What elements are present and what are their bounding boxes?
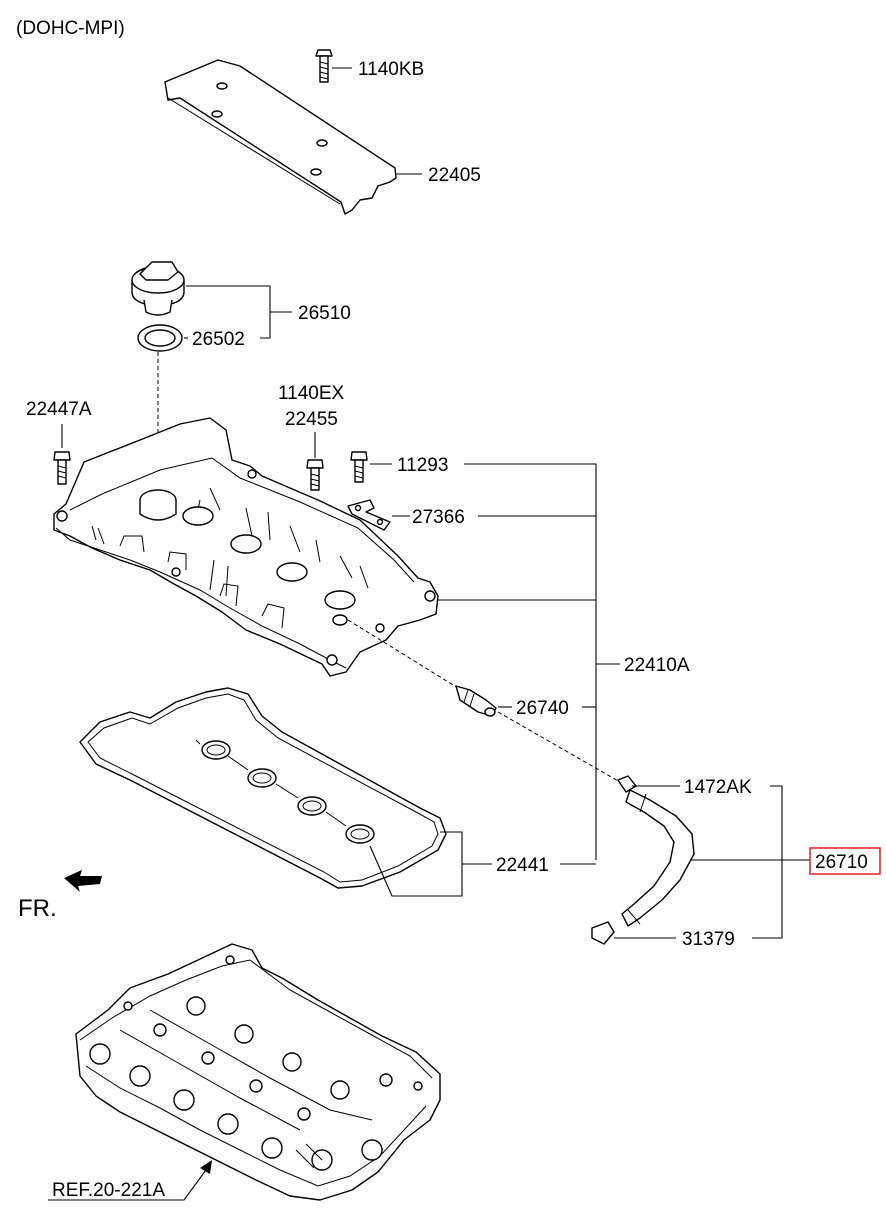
part-label-26710[interactable]: 26710	[815, 852, 868, 873]
bracket-27366-icon	[347, 499, 391, 531]
part-label-1140ex: 1140EX	[278, 383, 345, 404]
part-label-22405: 22405	[428, 165, 481, 186]
oil-filler-cap-icon	[131, 261, 185, 316]
bolt-1140kb-icon	[315, 49, 333, 83]
engine-cover-plate	[164, 59, 397, 215]
bolt-22455-icon	[306, 459, 324, 491]
front-direction-arrow-icon	[64, 870, 102, 892]
rocker-cover	[53, 417, 439, 677]
part-label-22455: 22455	[285, 409, 338, 430]
part-label-26502: 26502	[192, 329, 245, 350]
part-label-31379: 31379	[682, 929, 735, 950]
part-label-11293: 11293	[397, 455, 448, 476]
bolt-22447a-icon	[53, 451, 71, 485]
part-label-27366: 27366	[412, 507, 465, 528]
bolt-11293-icon	[350, 451, 368, 483]
front-direction-label: FR.	[18, 895, 57, 922]
variant-title: (DOHC-MPI)	[16, 18, 125, 39]
cylinder-head	[75, 943, 441, 1201]
pcv-hose-icon	[591, 775, 695, 945]
part-label-22410a: 22410A	[624, 655, 690, 676]
highlight-box-26710	[809, 847, 881, 875]
part-label-22447a: 22447A	[26, 399, 92, 420]
rocker-cover-gasket	[79, 687, 447, 889]
oil-cap-gasket-icon	[137, 324, 183, 352]
reference-arrow-icon	[48, 1160, 212, 1201]
reference-label: REF.20-221A	[52, 1180, 165, 1201]
part-label-1472ak: 1472AK	[684, 777, 752, 798]
part-label-22441: 22441	[496, 855, 549, 876]
part-label-1140kb: 1140KB	[358, 59, 424, 80]
part-label-26510: 26510	[298, 303, 351, 324]
pcv-valve-icon	[455, 685, 497, 717]
part-label-26740: 26740	[516, 698, 569, 719]
